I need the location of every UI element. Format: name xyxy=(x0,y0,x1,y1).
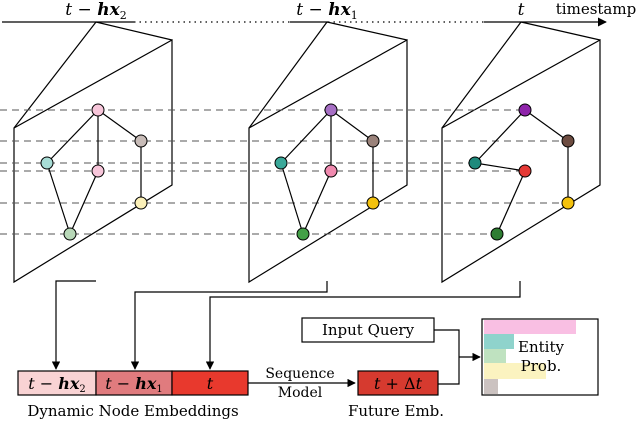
embedding-segment-label-1: t − hx2 xyxy=(28,374,86,395)
node-alignment-lines xyxy=(0,109,568,235)
prob-bar xyxy=(484,363,546,379)
embedding-segment-label-3: t xyxy=(207,374,214,393)
dynamic-node-embeddings-bar: t − hx2 t − hx1 t Dynamic Node Embedding… xyxy=(17,370,249,420)
embedding-segment-label-2: t − hx1 xyxy=(105,374,163,395)
future-embedding-box xyxy=(357,370,439,396)
prob-bar xyxy=(484,349,506,363)
timestamp-axis-label: timestamp xyxy=(556,0,636,18)
node xyxy=(274,156,288,170)
graph-panel-t-minus-hx2 xyxy=(13,21,173,284)
input-query-label: Input Query xyxy=(322,321,415,339)
timestamp-label-t: t xyxy=(518,0,525,20)
sequence-model-label-line1: Sequence xyxy=(265,366,334,382)
node xyxy=(366,196,380,210)
node xyxy=(518,103,532,117)
node xyxy=(91,103,105,117)
graph-panel-t xyxy=(441,21,601,284)
panel-to-embedding-arrows xyxy=(51,280,521,370)
node xyxy=(324,103,338,117)
timeline: t − hx2 t − hx1 t timestamp xyxy=(2,0,636,27)
node xyxy=(91,164,105,178)
sequence-model-label-line2: Model xyxy=(278,385,323,401)
entity-prob-label-line2: Prob. xyxy=(521,357,562,375)
node xyxy=(324,164,338,178)
node xyxy=(490,227,504,241)
node xyxy=(518,164,532,178)
future-embedding-caption: Future Emb. xyxy=(348,402,444,420)
node xyxy=(366,134,380,148)
graph-panel-t-minus-hx1 xyxy=(248,21,408,284)
future-embedding: t + Δt Future Emb. xyxy=(348,370,444,420)
prob-bar xyxy=(484,334,514,349)
timestamp-label-t-minus-hx2: t − hx2 xyxy=(65,0,126,22)
timestamp-label-t-minus-hx1: t − hx1 xyxy=(296,0,357,22)
node xyxy=(296,227,310,241)
input-query: Input Query xyxy=(301,317,435,343)
node xyxy=(561,134,575,148)
graph-3 xyxy=(468,103,575,241)
sequence-model: Sequence Model xyxy=(248,366,356,401)
prob-bar xyxy=(484,320,576,334)
entity-prob-label-line1: Entity xyxy=(518,338,564,356)
node xyxy=(468,156,482,170)
node xyxy=(134,196,148,210)
node xyxy=(63,227,77,241)
embedding-segment-t-minus-hx1 xyxy=(95,370,173,396)
future-embedding-label: t + Δt xyxy=(374,374,423,393)
graph-2 xyxy=(274,103,380,241)
embedding-segment-t-minus-hx2 xyxy=(17,370,97,396)
embedding-segment-t xyxy=(171,370,249,396)
node xyxy=(134,134,148,148)
prob-bar xyxy=(484,379,498,394)
merge-arrows xyxy=(434,329,481,385)
entity-probability: Entity Prob. xyxy=(481,318,599,396)
input-query-box xyxy=(301,317,435,343)
node xyxy=(561,196,575,210)
graph-1 xyxy=(40,103,148,241)
embedding-caption: Dynamic Node Embeddings xyxy=(27,402,238,420)
node xyxy=(40,156,54,170)
